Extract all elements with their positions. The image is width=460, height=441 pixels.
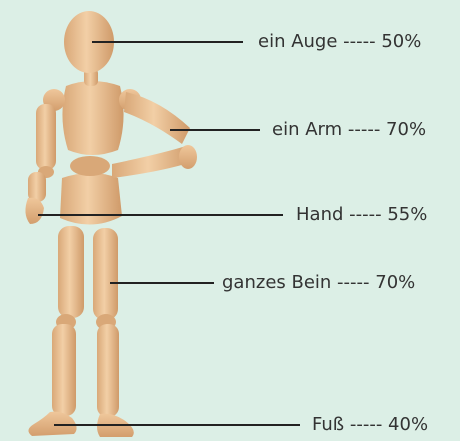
label-leg: ganzes Bein ----- 70% — [222, 272, 415, 294]
left-forearm — [28, 172, 46, 202]
right-shin — [97, 324, 119, 417]
left-thigh — [58, 226, 84, 318]
right-hand — [179, 145, 197, 169]
pointer-line-hand — [38, 214, 283, 216]
left-shin — [52, 324, 76, 416]
label-foot: Fuß ----- 40% — [312, 414, 428, 436]
chest — [62, 81, 123, 155]
right-upper-arm — [124, 92, 190, 144]
left-hand — [25, 198, 44, 224]
pelvis — [60, 173, 122, 225]
pointer-line-foot — [54, 424, 300, 426]
pointer-line-arm — [170, 129, 260, 131]
waist-joint — [70, 156, 110, 176]
label-arm: ein Arm ----- 70% — [272, 119, 426, 141]
right-thigh — [93, 228, 118, 320]
label-hand: Hand ----- 55% — [296, 204, 427, 226]
pointer-line-eye — [92, 41, 243, 43]
left-upper-arm — [36, 104, 56, 170]
pointer-line-leg — [110, 282, 214, 284]
label-eye: ein Auge ----- 50% — [258, 31, 421, 53]
